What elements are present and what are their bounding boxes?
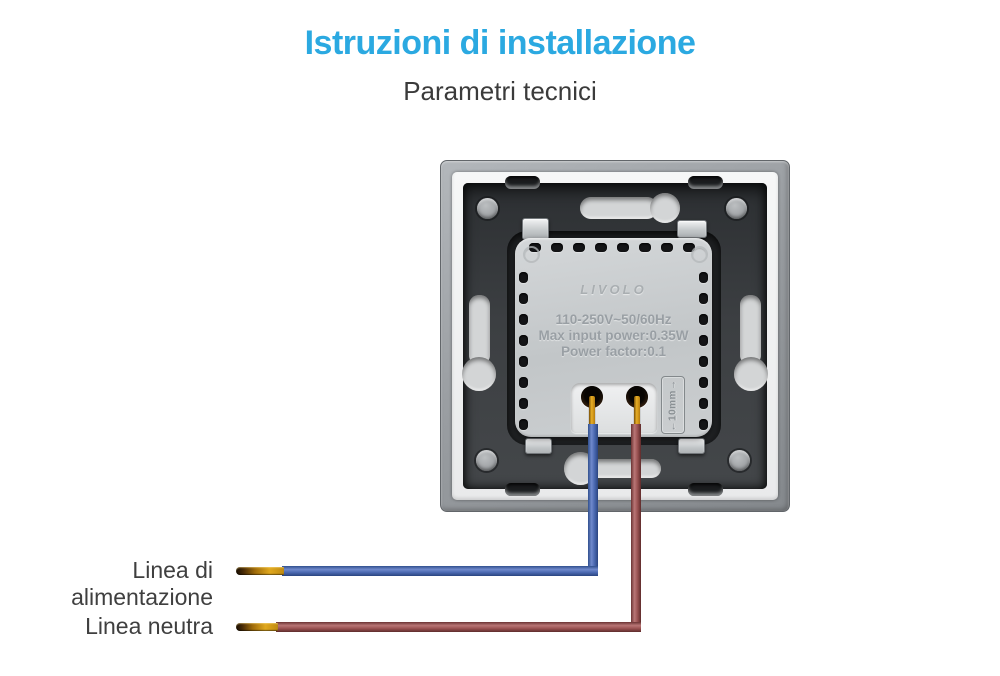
module-clip-top-right [677,220,707,238]
module-clip-top-left [522,218,549,240]
mounting-slot-top [580,193,680,223]
vent-slot [573,243,585,252]
top-left-notch [505,176,540,189]
vent-slot [617,243,629,252]
page-subtitle: Parametri tecnici [403,76,597,106]
vent-slot [519,272,528,283]
slot-bulb [650,193,680,223]
vent-slot [519,356,528,367]
vent-slot [699,293,708,304]
vent-slot [519,314,528,325]
screw-hole-bottom-right [729,450,750,471]
vent-slot [519,335,528,346]
vent-slot [551,243,563,252]
live-wire-copper-tip [236,567,284,575]
vent-slot [683,243,695,252]
mounting-slot-left [462,295,496,391]
vent-slot [699,356,708,367]
corner-groove [523,246,540,263]
brand-logo: LIVOLO [580,282,647,297]
vent-slot [699,377,708,388]
screw-hole-top-right [726,198,747,219]
screw-hole-top-left [477,198,498,219]
vent-slot [519,419,528,430]
mounting-slot-right [734,295,768,391]
terminal-block [571,383,657,433]
vent-slot [661,243,673,252]
vent-slot [699,335,708,346]
vent-slot [699,272,708,283]
vent-slot [519,377,528,388]
module-clip-bottom-left [525,438,552,454]
slot-bulb [462,357,496,391]
vent-slot [519,398,528,409]
vent-slot [595,243,607,252]
bottom-right-notch [688,483,723,496]
vent-slot [639,243,651,252]
spec-text: 110-250V~50/60Hz Max input power:0.35W P… [515,312,712,360]
switch-back-view: LIVOLO 110-250V~50/60Hz Max input power:… [440,160,790,512]
copper-conductor-live [589,396,595,433]
slot-stem [580,197,658,219]
neutral-wire-horizontal [276,622,641,632]
vent-slot [699,419,708,430]
top-right-notch [688,176,723,189]
spec-line-factor: Power factor:0.1 [560,344,667,359]
relay-module: LIVOLO 110-250V~50/60Hz Max input power:… [515,238,712,437]
wire-label-neutral: Linea neutra [85,613,213,639]
vent-slot [519,293,528,304]
wire-label-live: Linea di alimentazione [71,557,213,610]
module-clip-bottom-right [678,438,705,454]
strip-gauge-label: ←10mm→ [667,379,679,431]
copper-conductor-neutral [634,396,640,433]
corner-groove [691,246,708,263]
neutral-wire-vertical [631,424,641,632]
strip-gauge: ←10mm→ [661,376,685,434]
vent-slot [699,314,708,325]
screw-hole-bottom-left [476,450,497,471]
slot-bulb [734,357,768,391]
live-wire-vertical [588,424,598,576]
live-wire-horizontal [282,566,598,576]
spec-line-voltage: 110-250V~50/60Hz [555,312,672,327]
page-title: Istruzioni di installazione [304,24,696,62]
vent-slot [699,398,708,409]
bottom-left-notch [505,483,540,496]
neutral-wire-copper-tip [236,623,278,631]
mounting-slot-bottom [564,452,661,485]
slot-stem [469,295,490,365]
spec-line-power: Max input power:0.35W [538,328,689,343]
slot-stem [740,295,761,365]
